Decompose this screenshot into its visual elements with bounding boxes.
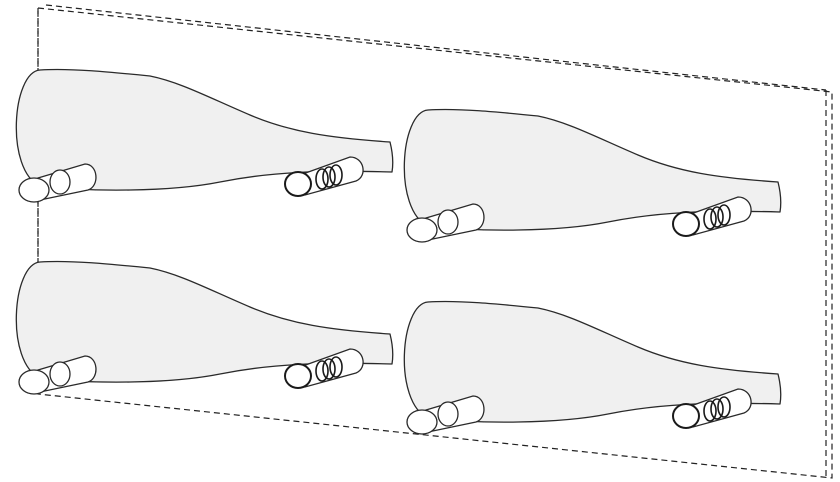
bottle-top-left	[15, 68, 394, 204]
bottle-bottom-left	[15, 260, 394, 395]
bottle-top-right	[403, 108, 782, 244]
bottle-bottom-right	[403, 300, 782, 435]
